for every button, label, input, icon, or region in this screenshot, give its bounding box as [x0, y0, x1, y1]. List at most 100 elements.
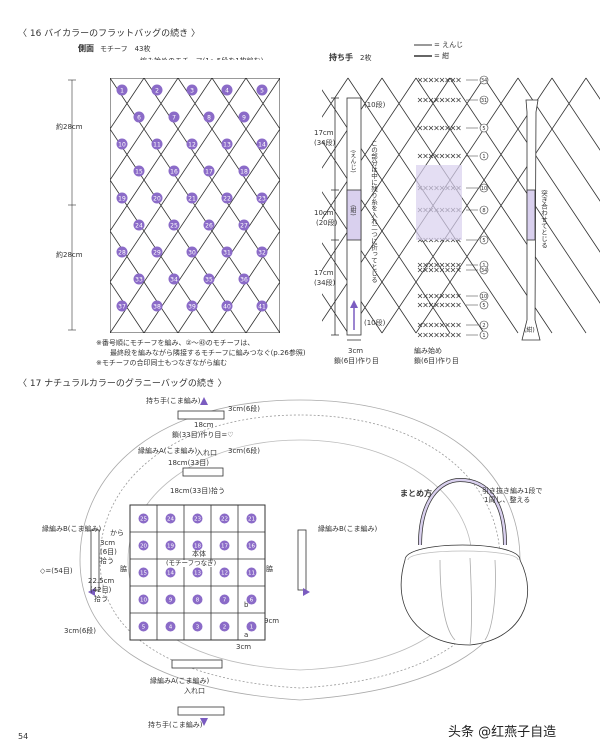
- motif-circle: [133, 111, 145, 123]
- motif-number: 28: [118, 249, 126, 256]
- grid-motif-number: 14: [167, 571, 174, 577]
- grid-motif-number: 24: [167, 517, 174, 523]
- row-number: 34: [481, 268, 487, 274]
- handle-bottom-label: 持ち手(こま編み): [148, 721, 203, 729]
- motif-circle: [116, 192, 128, 204]
- matome-note-1: 引き抜き編み1段で: [482, 487, 543, 495]
- grid-motif-circle: [192, 513, 203, 524]
- motif-circle: [133, 273, 145, 285]
- motif-number: 30: [188, 249, 196, 256]
- motif-number: 40: [223, 303, 231, 310]
- row-number: 5: [482, 238, 485, 244]
- row-number: 1: [482, 154, 485, 160]
- row-number: 34: [481, 78, 487, 84]
- motif-number: 33: [135, 276, 143, 283]
- note-1: ※番号順にモチーフを編み、②〜㊸のモチーフは、: [96, 339, 255, 347]
- grid-motif-number: 20: [140, 544, 147, 550]
- motif-circle: [256, 192, 268, 204]
- height-top: 約28cm: [56, 123, 83, 131]
- edge-a-rows: 3cm(6段): [228, 447, 261, 455]
- watermark: 头条 @红燕子自造: [448, 725, 557, 740]
- grid-motif-circle: [219, 621, 230, 632]
- edge-a-top: 縁編みA(こま編み): [138, 447, 198, 455]
- dim-34-top: (34段): [314, 139, 336, 147]
- motif-number: 9: [242, 114, 246, 121]
- grid-motif-number: 5: [142, 625, 146, 631]
- grid-motif-circle: [246, 540, 257, 551]
- middle-note: この部分は中に残り糸を入れ二つに折ってとじる: [369, 140, 378, 283]
- edge-a-width: 18cm(33目): [168, 459, 209, 467]
- handle-top-rows: 3cm(6段): [228, 405, 261, 413]
- motif-circle: [168, 273, 180, 285]
- motif-circle: [151, 84, 163, 96]
- row-number: 8: [482, 208, 485, 214]
- dim-10cm: 10cm: [314, 209, 334, 217]
- motif-circle: [203, 165, 215, 177]
- side-word-left: 脇: [120, 565, 127, 573]
- motif-number: 34: [170, 276, 178, 283]
- grid-motif-circle: [138, 621, 149, 632]
- chart-start-label: 編み始め: [414, 347, 442, 355]
- grid-motif-number: 12: [221, 571, 228, 577]
- grid-motif-circle: [246, 621, 257, 632]
- motif-circle: [151, 246, 163, 258]
- grid-motif-number: 3: [196, 625, 200, 631]
- side-label: 側面: [78, 44, 94, 53]
- row-number-badge: [479, 291, 489, 301]
- grid-motif-circle: [165, 513, 176, 524]
- motif-circle: [168, 111, 180, 123]
- section16-title: 〈 16 バイカラーのフラットバッグの続き 〉: [18, 29, 201, 39]
- grid-motif-number: 18: [194, 544, 201, 550]
- note-2: 最終段を編みながら隣接するモチーフに編みつなぐ(p.26参照): [110, 349, 306, 357]
- grid-motif-circle: [138, 513, 149, 524]
- grid-motif-number: 15: [140, 571, 147, 577]
- navy-label: (紺): [349, 205, 356, 216]
- note-3: ※モチーフの合印同士もつなぎながら編む: [96, 359, 228, 367]
- row-number-badge: [479, 300, 489, 310]
- bottom-width: 3cm: [348, 347, 364, 355]
- dim-10-top: (10段): [364, 101, 386, 109]
- row-number: 5: [482, 303, 485, 309]
- grid-a: a: [244, 631, 249, 639]
- motif-circle: [151, 138, 163, 150]
- grid-motif-circle: [219, 567, 230, 578]
- motif-number: 16: [170, 168, 178, 175]
- opening-bottom: 入れ口: [184, 687, 205, 695]
- grid-motif-circle: [165, 540, 176, 551]
- side-word-right: 脇: [266, 565, 273, 573]
- motif-number: 1: [120, 87, 124, 94]
- motif-circle: [151, 300, 163, 312]
- left-bottom-rows: 3cm(6段): [64, 627, 97, 635]
- dim-34-bottom: (34段): [314, 279, 336, 287]
- motif-circle: [186, 192, 198, 204]
- grid-motif-number: 17: [221, 544, 228, 550]
- matome-title: まとめ方: [400, 489, 432, 498]
- motif-number: 7: [172, 114, 176, 121]
- handle-top-chain: 鎖(33目)作り目=♡: [172, 431, 234, 439]
- left-54: ◇=(54目): [40, 567, 73, 575]
- section17-title: 〈 17 ナチュラルカラーのグラニーバッグの続き 〉: [18, 379, 227, 389]
- motif-number: 29: [153, 249, 161, 256]
- motif-number: 10: [118, 141, 126, 148]
- motif-number: 19: [118, 195, 126, 202]
- side-join-note: 突き合わせてとじる: [539, 190, 548, 249]
- left-3cm: 3cm: [100, 539, 116, 547]
- motif-circle: [116, 246, 128, 258]
- grid-motif-circle: [219, 513, 230, 524]
- row-number-badge: [479, 235, 489, 245]
- motif-circle: [221, 138, 233, 150]
- motif-circle: [256, 138, 268, 150]
- grid-motif-number: 19: [167, 544, 174, 550]
- left-42: (42目): [90, 586, 112, 594]
- motif-number: 22: [223, 195, 231, 202]
- grid-motif-circle: [192, 621, 203, 632]
- row-number: 31: [481, 98, 487, 104]
- grid-motif-number: 8: [196, 598, 200, 604]
- dim-9cm: 9cm: [264, 617, 280, 625]
- body-label: 本体: [192, 550, 206, 558]
- bottom-chain: 鎖(6目)作り目: [334, 357, 379, 365]
- motif-circle: [116, 84, 128, 96]
- left-22: 22.5cm: [88, 577, 115, 585]
